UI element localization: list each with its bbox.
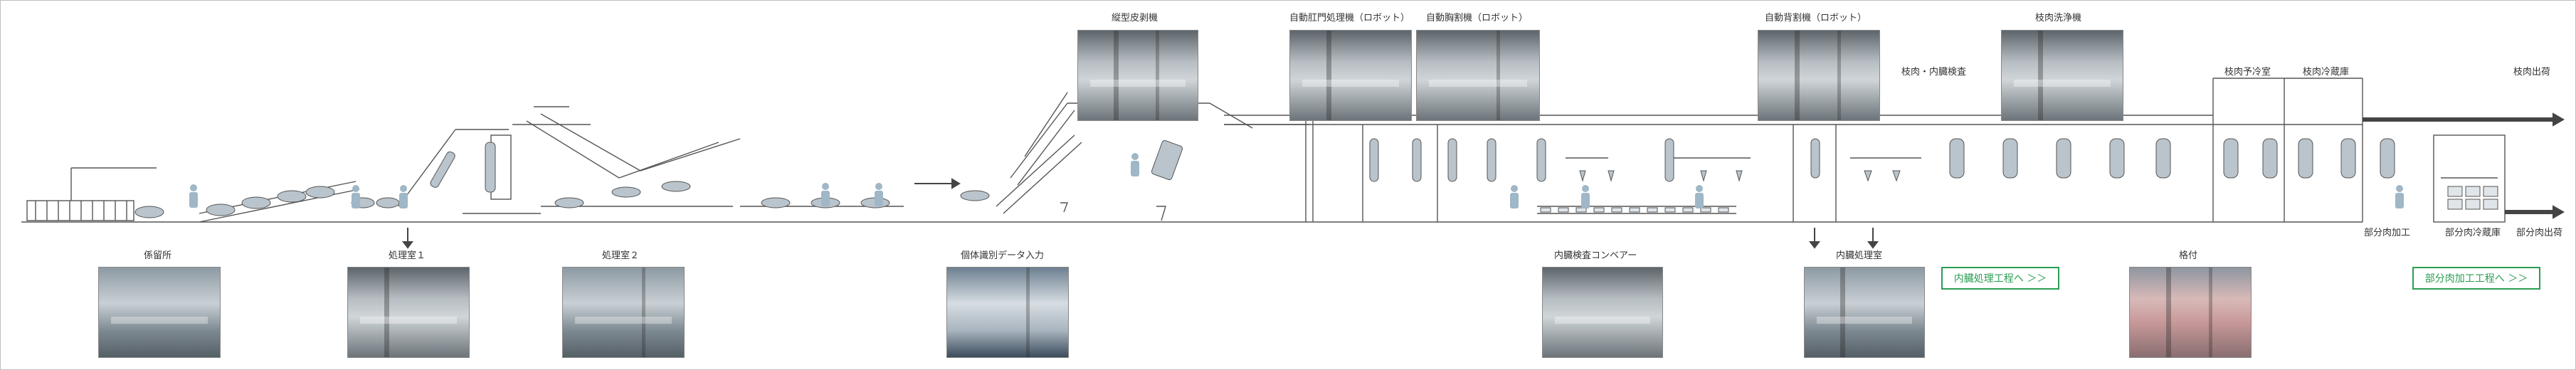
photo-offal-conveyor xyxy=(1542,267,1663,358)
label-room2: 処理室２ xyxy=(602,250,640,261)
label-partial-shipping: 部分肉出荷 xyxy=(2516,228,2563,238)
partial-process-button[interactable]: 部分肉加工工程へ ＞＞ xyxy=(2412,267,2540,290)
flow-arrows xyxy=(402,112,2565,249)
lairage-pen xyxy=(26,200,134,221)
photo-offal-room xyxy=(1804,267,1925,358)
photo-room2 xyxy=(562,267,685,358)
photo-grading xyxy=(2129,267,2252,358)
photo-anal-robot xyxy=(1289,30,1412,121)
label-id-data-entry: 個体識別データ入力 xyxy=(961,250,1045,261)
label-lairage: 係留所 xyxy=(144,250,172,261)
label-offal-room: 内臓処理室 xyxy=(1836,250,1883,261)
hanging-carcasses xyxy=(430,138,2395,193)
photo-lairage xyxy=(98,267,221,358)
label-carcass-inspection: 枝肉・内臓検査 xyxy=(1901,67,1967,78)
photo-chest-robot xyxy=(1416,30,1540,121)
label-partial-processing: 部分肉加工 xyxy=(2364,228,2411,238)
label-room1: 処理室１ xyxy=(389,250,426,261)
label-pre-cooling: 枝肉予冷室 xyxy=(2224,67,2271,78)
photo-skinning-machine xyxy=(1077,30,1198,121)
label-anal-robot: 自動肛門処理機（ロボット） xyxy=(1289,13,1410,23)
offal-process-button[interactable]: 内臓処理工程へ ＞＞ xyxy=(1941,267,2059,290)
label-carcass-shipping: 枝肉出荷 xyxy=(2513,67,2551,78)
offal-trays xyxy=(1540,186,2498,213)
pig-figures xyxy=(134,181,990,218)
photo-carcass-washer xyxy=(2001,30,2123,121)
label-cold-storage: 枝肉冷蔵庫 xyxy=(2303,67,2350,78)
label-carcass-washer: 枝肉洗浄機 xyxy=(2035,13,2082,23)
label-back-robot: 自動背割機（ロボット） xyxy=(1765,13,1867,23)
label-offal-conveyor: 内臓検査コンベアー xyxy=(1554,250,1637,261)
worker-figures xyxy=(189,153,2404,208)
label-skinning-machine: 縦型皮剥機 xyxy=(1112,13,1158,23)
photo-id-data-entry xyxy=(946,267,1069,358)
label-grading: 格付 xyxy=(2179,250,2198,261)
label-chest-robot: 自動胸割機（ロボット） xyxy=(1426,13,1529,23)
photo-back-robot xyxy=(1758,30,1880,121)
photo-room1 xyxy=(347,267,470,358)
label-partial-cold-storage: 部分肉冷蔵庫 xyxy=(2445,228,2501,238)
